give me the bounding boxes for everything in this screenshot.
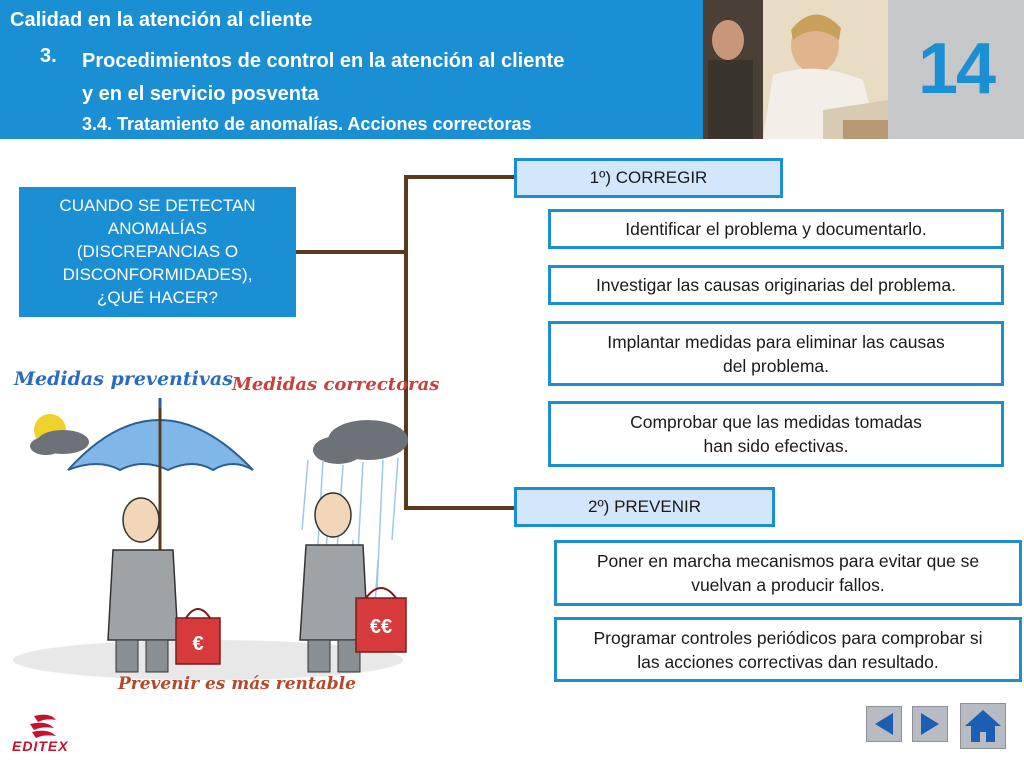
editex-logo-icon	[30, 714, 56, 738]
subsection-title: 3.4. Tratamiento de anomalías. Acciones …	[82, 114, 532, 134]
action-text: del problema.	[722, 355, 830, 376]
question-line: ¿QUÉ HACER?	[97, 288, 218, 307]
course-title: Calidad en la atención al cliente	[10, 9, 313, 31]
caption-corrective: Medidas correctoras	[232, 374, 440, 395]
action-box: Comprobar que las medidas tomadas han si…	[548, 401, 1004, 467]
header-photo	[703, 0, 888, 139]
action-text: Identificar el problema y documentarlo.	[625, 219, 927, 239]
question-line: DISCONFORMIDADES),	[62, 265, 253, 284]
step-corregir-header: 1º) CORREGIR	[514, 158, 783, 198]
next-button[interactable]	[912, 706, 948, 742]
next-arrow-icon	[921, 713, 939, 735]
chapter-number: 14	[917, 29, 996, 109]
connector-to-prevenir	[404, 506, 516, 510]
action-text: las acciones correctivas dan resultado.	[637, 651, 939, 672]
connector-vertical-trunk	[404, 175, 408, 510]
person-corrective-icon	[299, 492, 369, 673]
question-line: (DISCREPANCIAS O	[76, 242, 239, 261]
question-line: CUANDO SE DETECTAN	[59, 196, 256, 215]
section-title: Procedimientos de control en la atención…	[82, 45, 564, 111]
action-text: Programar controles periódicos para comp…	[593, 627, 983, 648]
bag-right-text: €€	[370, 616, 392, 638]
home-button[interactable]	[960, 703, 1006, 749]
action-box: Poner en marcha mecanismos para evitar q…	[554, 540, 1022, 606]
home-icon	[965, 710, 1001, 742]
money-bag-right-icon: €€	[355, 587, 407, 653]
question-box: CUANDO SE DETECTAN ANOMALÍAS (DISCREPANC…	[19, 187, 296, 317]
action-box: Implantar medidas para eliminar las caus…	[548, 321, 1004, 386]
prevention-cartoon: € €€	[13, 398, 408, 680]
person-preventive-icon	[107, 497, 179, 673]
money-bag-left-icon: €	[175, 608, 221, 665]
chapter-badge: 14	[888, 0, 1024, 139]
connector-to-corregir	[404, 175, 516, 179]
question-line: ANOMALÍAS	[107, 219, 208, 238]
action-box: Investigar las causas originarias del pr…	[548, 265, 1004, 305]
section-title-line1: Procedimientos de control en la atención…	[82, 50, 565, 72]
action-text: vuelvan a producir fallos.	[691, 575, 885, 595]
caption-preventive: Medidas preventivas	[14, 368, 233, 390]
section-title-line2: y en el servicio posventa	[82, 83, 319, 105]
action-text: han sido efectivas.	[703, 436, 849, 456]
sun-cloud-icon	[30, 414, 89, 455]
people-photo-icon	[703, 0, 888, 139]
prev-arrow-icon	[875, 713, 893, 735]
connector-horizontal-question	[296, 250, 408, 254]
action-text: Poner en marcha mecanismos para evitar q…	[596, 551, 980, 571]
bag-left-text: €	[192, 633, 203, 655]
prev-button[interactable]	[866, 706, 902, 742]
caption-bottom: Prevenir es más rentable	[118, 674, 356, 694]
action-box: Programar controles periódicos para comp…	[554, 617, 1022, 682]
action-text: Implantar medidas para eliminar las caus…	[607, 331, 945, 352]
section-number: 3.	[40, 45, 57, 67]
action-text: Investigar las causas originarias del pr…	[596, 275, 956, 295]
action-box: Identificar el problema y documentarlo.	[548, 209, 1004, 249]
editex-logo-text: EDITEX	[12, 738, 69, 754]
action-text: Comprobar que las medidas tomadas	[630, 412, 922, 432]
step-prevenir-header: 2º) PREVENIR	[514, 487, 775, 527]
